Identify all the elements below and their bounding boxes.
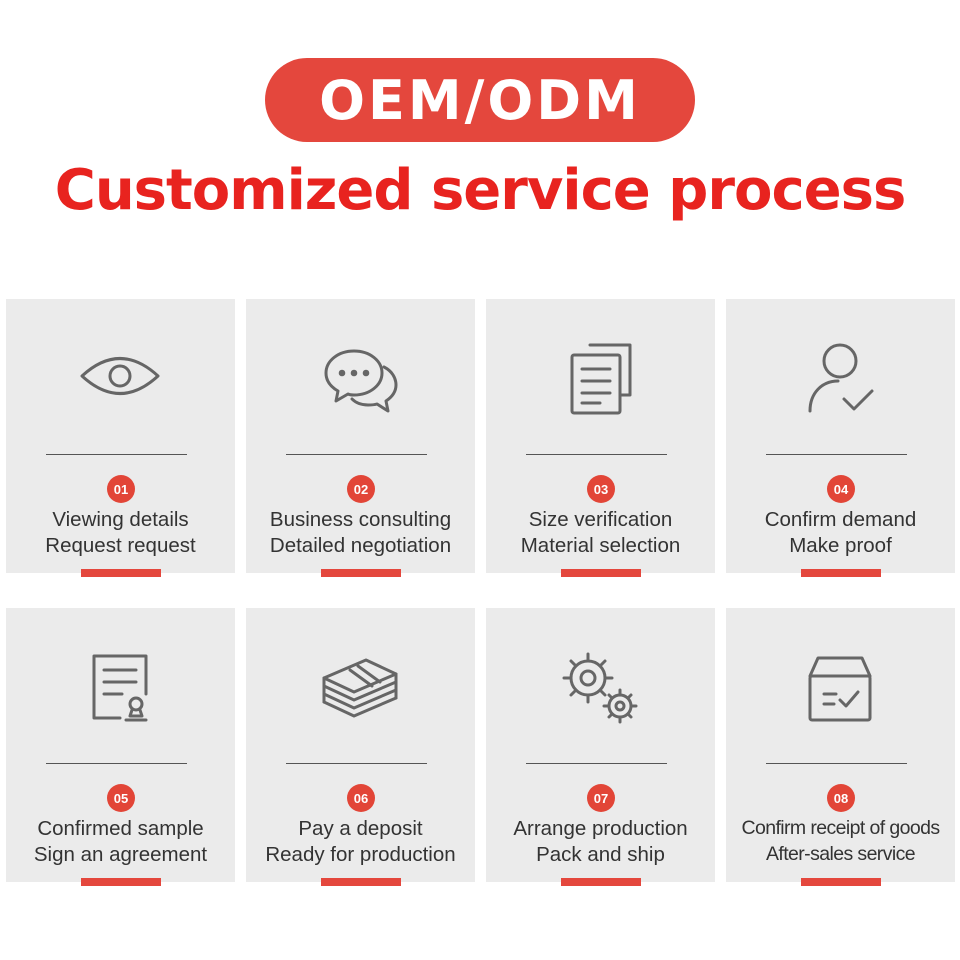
step-subtitle: Ready for production	[265, 843, 456, 866]
gears-icon	[560, 648, 640, 728]
divider	[526, 763, 667, 764]
step-card-05: 05 Confirmed sample Sign an agreement	[6, 608, 235, 886]
accent-bar	[81, 569, 161, 577]
step-title: Confirm receipt of goods	[741, 817, 940, 839]
accent-bar	[801, 569, 881, 577]
step-subtitle: Request request	[45, 534, 196, 557]
step-title: Pay a deposit	[298, 817, 423, 840]
accent-bar	[801, 878, 881, 886]
documents-icon	[560, 339, 640, 419]
step-title: Arrange production	[513, 817, 688, 840]
step-card-02: 02 Business consulting Detailed negotiat…	[246, 299, 475, 577]
step-subtitle: Pack and ship	[536, 843, 665, 866]
step-subtitle: Sign an agreement	[33, 843, 208, 866]
accent-bar	[81, 878, 161, 886]
chat-bubbles-icon	[320, 339, 400, 419]
step-title: Confirmed sample	[37, 817, 204, 840]
accent-bar	[561, 878, 641, 886]
step-card-03: 03 Size verification Material selection	[486, 299, 715, 577]
page-title: Customized service process	[54, 158, 907, 223]
divider	[46, 763, 187, 764]
divider	[46, 454, 187, 455]
step-number: 01	[107, 475, 135, 503]
contract-icon	[80, 648, 160, 728]
step-subtitle: Material selection	[520, 534, 681, 557]
step-number: 05	[107, 784, 135, 812]
step-number: 07	[587, 784, 615, 812]
divider	[766, 763, 907, 764]
step-number: 08	[827, 784, 855, 812]
step-card-01: 01 Viewing details Request request	[6, 299, 235, 577]
money-stack-icon	[320, 648, 400, 728]
step-card-08: 08 Confirm receipt of goods After-sales …	[726, 608, 955, 886]
accent-bar	[321, 569, 401, 577]
divider	[526, 454, 667, 455]
accent-bar	[321, 878, 401, 886]
box-check-icon	[800, 648, 880, 728]
user-check-icon	[800, 339, 880, 419]
step-number: 03	[587, 475, 615, 503]
oem-odm-badge: OEM/ODM	[265, 58, 695, 142]
step-number: 04	[827, 475, 855, 503]
step-title: Viewing details	[52, 508, 189, 531]
eye-icon	[80, 339, 160, 419]
step-subtitle: Make proof	[789, 534, 892, 557]
step-number: 02	[347, 475, 375, 503]
step-card-06: 06 Pay a deposit Ready for production	[246, 608, 475, 886]
step-subtitle: Detailed negotiation	[269, 534, 452, 557]
divider	[286, 454, 427, 455]
step-card-07: 07 Arrange production Pack and ship	[486, 608, 715, 886]
step-title: Business consulting	[269, 508, 452, 531]
step-card-04: 04 Confirm demand Make proof	[726, 299, 955, 577]
divider	[286, 763, 427, 764]
accent-bar	[561, 569, 641, 577]
step-title: Confirm demand	[764, 508, 917, 531]
divider	[766, 454, 907, 455]
step-title: Size verification	[528, 508, 673, 531]
step-number: 06	[347, 784, 375, 812]
step-subtitle: After-sales service	[766, 843, 916, 865]
